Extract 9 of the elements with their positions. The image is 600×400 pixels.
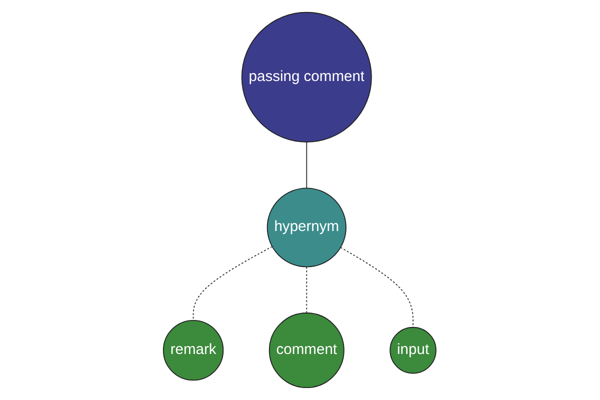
connector — [306, 266, 308, 314]
node-circle: hypernym — [267, 188, 347, 268]
node-circle: remark — [163, 320, 224, 381]
node-circle: comment — [269, 312, 345, 388]
connector — [193, 246, 273, 321]
node-circle: input — [390, 326, 437, 374]
connector — [340, 246, 414, 328]
node-circle: passing comment — [242, 12, 372, 142]
connector — [306, 142, 308, 189]
